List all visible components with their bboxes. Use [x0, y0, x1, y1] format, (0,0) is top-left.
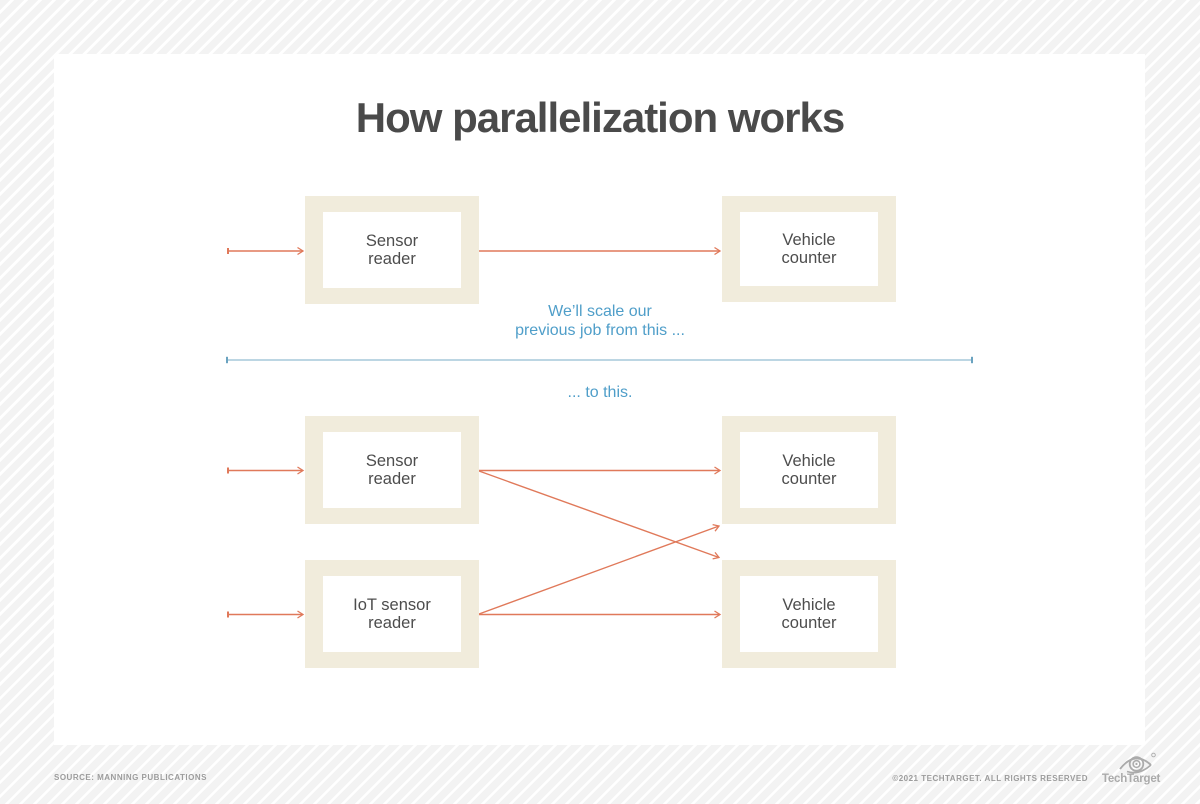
source-attribution: SOURCE: MANNING PUBLICATIONS	[54, 773, 207, 782]
node-sensor-reader-single: Sensor reader	[305, 196, 479, 304]
content-panel	[54, 54, 1145, 745]
node-vehicle-counter-single: Vehicle counter	[722, 196, 896, 302]
node-vehicle-counter-bottom: Vehicle counter	[722, 560, 896, 668]
techtarget-logo: TechTarget	[1098, 752, 1164, 785]
techtarget-eye-icon	[1119, 752, 1156, 774]
node-sensor-reader-scaled: Sensor reader	[305, 416, 479, 524]
node-vehicle-counter-top: Vehicle counter	[722, 416, 896, 524]
node-iot-sensor-reader: IoT sensor reader	[305, 560, 479, 668]
node-label: IoT sensor reader	[323, 576, 461, 652]
techtarget-wordmark: TechTarget	[1101, 773, 1161, 785]
node-label: Vehicle counter	[740, 212, 878, 286]
copyright-notice: ©2021 TECHTARGET. ALL RIGHTS RESERVED	[892, 774, 1088, 783]
caption-scale-from: We’ll scale our previous job from this .…	[515, 303, 685, 339]
node-label: Vehicle counter	[740, 432, 878, 508]
node-label: Vehicle counter	[740, 576, 878, 652]
node-label: Sensor reader	[323, 212, 461, 288]
caption-to-this: ... to this.	[567, 384, 633, 401]
page-title: How parallelization works	[355, 94, 845, 141]
node-label: Sensor reader	[323, 432, 461, 508]
